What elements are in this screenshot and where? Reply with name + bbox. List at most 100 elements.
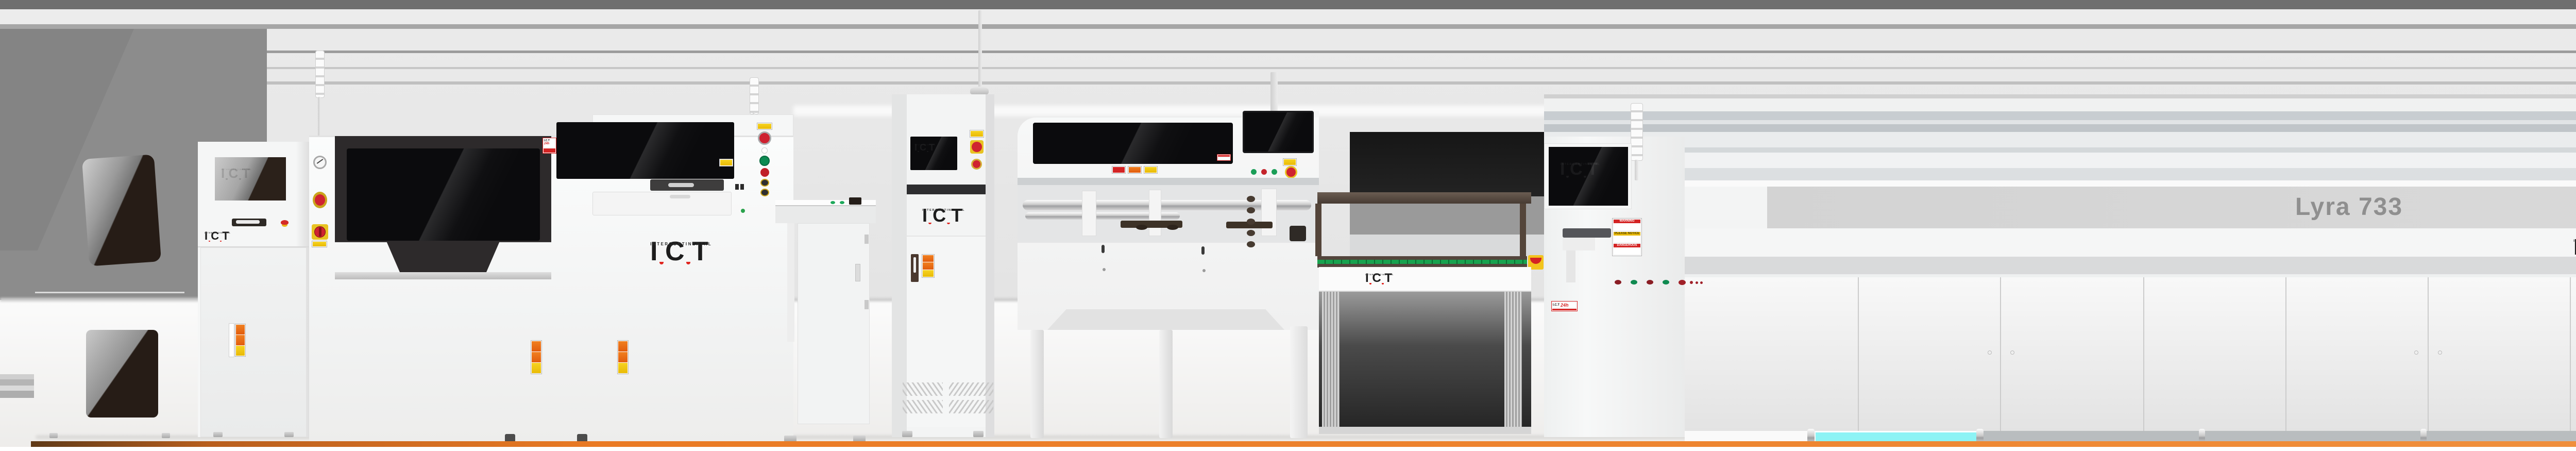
door-knob[interactable] (2010, 350, 2014, 355)
nozzle-disc (1167, 225, 1178, 230)
tower-door[interactable] (200, 247, 307, 437)
red-button[interactable] (760, 168, 769, 177)
caution-sticker (312, 241, 327, 247)
oven-doors[interactable] (1685, 277, 2576, 431)
white-button[interactable] (761, 147, 768, 154)
status-led (1679, 280, 1686, 285)
door-handle-slot (913, 257, 916, 273)
wall-seam (0, 24, 2576, 29)
vent-chevrons (949, 382, 993, 396)
wall-top-bar (0, 0, 2576, 9)
feeder-dock-opening (1319, 292, 1531, 427)
nozzle-disc (1136, 225, 1147, 230)
vent-holes (1247, 230, 1255, 236)
tower-side-left (892, 94, 907, 437)
warning-sticker (1112, 166, 1126, 174)
nozzle-station (1226, 222, 1273, 228)
conveyor-rail (1025, 212, 1180, 220)
warning-sticker (1283, 158, 1297, 166)
tower-dark-band (907, 185, 986, 194)
floor-front-edge (0, 447, 2576, 451)
door-handle[interactable] (855, 264, 860, 281)
dock-sill (1319, 427, 1531, 434)
support-post (1261, 189, 1277, 236)
door-seam (1858, 277, 1859, 431)
tower-foot (213, 432, 223, 437)
signal-pole (315, 51, 325, 98)
warning-sticker-set: WARNING PLEASE NOTICE DANGEROUS (1612, 218, 1642, 256)
support-post (1082, 191, 1096, 236)
oven-bottom-white (1685, 431, 1817, 442)
door-knob[interactable] (2414, 350, 2418, 355)
conveyor-foot (784, 436, 796, 442)
loader-upper-window (81, 154, 162, 266)
caster (577, 434, 587, 442)
warning-sticker (617, 340, 629, 374)
door-seam (2143, 277, 2144, 431)
green-button[interactable] (1251, 169, 1257, 175)
oven-top-slab (1544, 147, 2576, 153)
status-led-green (840, 201, 844, 204)
illuminated-button-red[interactable] (315, 194, 325, 206)
door-handle[interactable] (229, 323, 234, 357)
printer-drawer[interactable] (592, 192, 732, 215)
under-cabinet-door[interactable] (798, 223, 870, 424)
pnp-leg (1159, 330, 1173, 438)
feeder-table-rear (1317, 192, 1531, 204)
printer-monitor[interactable] (556, 122, 734, 179)
loader-foot (162, 433, 170, 438)
status-led-green (831, 201, 835, 204)
door-knob[interactable] (1988, 350, 1992, 355)
emergency-stop-cap (1286, 168, 1296, 177)
wall-light-band (0, 9, 2576, 24)
vent-holes (1247, 219, 1255, 225)
selector-button[interactable] (760, 179, 769, 187)
drawer-handle[interactable] (670, 195, 690, 198)
vent-chevrons (949, 400, 993, 413)
power-switch-bar (319, 227, 321, 237)
warning-sticker (1128, 166, 1142, 174)
tower-side-right (986, 94, 994, 437)
red-button[interactable] (971, 159, 982, 170)
green-button[interactable] (1272, 169, 1277, 175)
wall-seam (0, 51, 2576, 53)
emergency-stop-button[interactable] (972, 142, 982, 152)
conveyor-foot (853, 436, 866, 442)
green-button[interactable] (759, 156, 770, 166)
oven-top-slab (1544, 168, 2576, 180)
loader-lower-window (86, 330, 158, 417)
emergency-stop-button[interactable] (758, 131, 771, 145)
door-seam (2285, 277, 2286, 431)
status-led (1696, 281, 1698, 284)
door-seam (2570, 277, 2571, 431)
support-post (1807, 429, 1815, 444)
pnp-leg (1290, 326, 1308, 438)
bezel-base-shine (335, 272, 551, 279)
locator-pin (1201, 246, 1205, 255)
pnp-monitor[interactable] (1243, 111, 1314, 153)
band-line (198, 246, 309, 247)
red-button[interactable] (1261, 169, 1267, 175)
selector-button[interactable] (760, 189, 769, 196)
door-knob[interactable] (2438, 350, 2442, 355)
oven-top-slab (1544, 153, 2576, 168)
oven-bottom-gray (1984, 431, 2576, 442)
indicator-light (281, 220, 289, 225)
loader-seam (35, 292, 184, 293)
printer-screen[interactable] (347, 148, 540, 241)
dock-pleated-column (1322, 292, 1340, 427)
warning-sticker (1144, 166, 1158, 174)
panel-dot (1202, 269, 1206, 272)
port (735, 184, 739, 190)
pnp-base-shadow (1047, 309, 1284, 330)
pnp-panorama-screen[interactable] (1033, 123, 1233, 164)
monitor-arm (1563, 238, 1595, 250)
